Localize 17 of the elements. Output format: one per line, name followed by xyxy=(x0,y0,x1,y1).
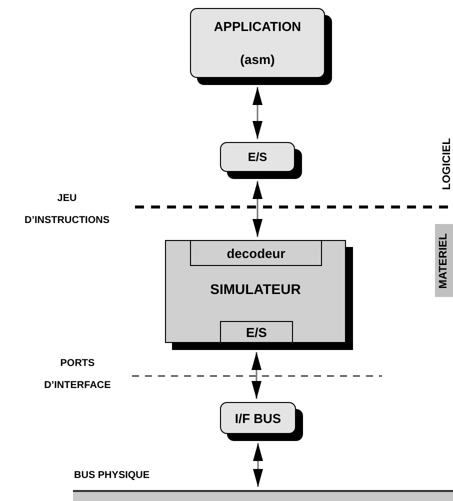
node-label: E/S xyxy=(248,150,268,164)
node-label: (asm) xyxy=(240,52,275,67)
layer-band xyxy=(435,224,453,297)
process-box xyxy=(190,240,322,266)
boundary-label: JEU D’INSTRUCTIONS xyxy=(24,192,110,228)
node-label: APPLICATION xyxy=(214,19,302,34)
node-label: SIMULATEUR xyxy=(210,280,301,296)
node-label: I/F BUS xyxy=(234,410,282,426)
double-arrow xyxy=(252,352,262,399)
boundary-label: PORTS D’INTERFACE xyxy=(43,357,112,393)
layer-label: LOGICIEL xyxy=(441,137,453,192)
bus-bar xyxy=(73,490,453,501)
node-label: E/S xyxy=(246,324,267,340)
layer-label: MATERIEL xyxy=(438,232,450,288)
node-label: decodeur xyxy=(226,246,286,260)
bus-label: BUS PHYSIQUE xyxy=(74,469,150,483)
process-box xyxy=(220,321,293,343)
